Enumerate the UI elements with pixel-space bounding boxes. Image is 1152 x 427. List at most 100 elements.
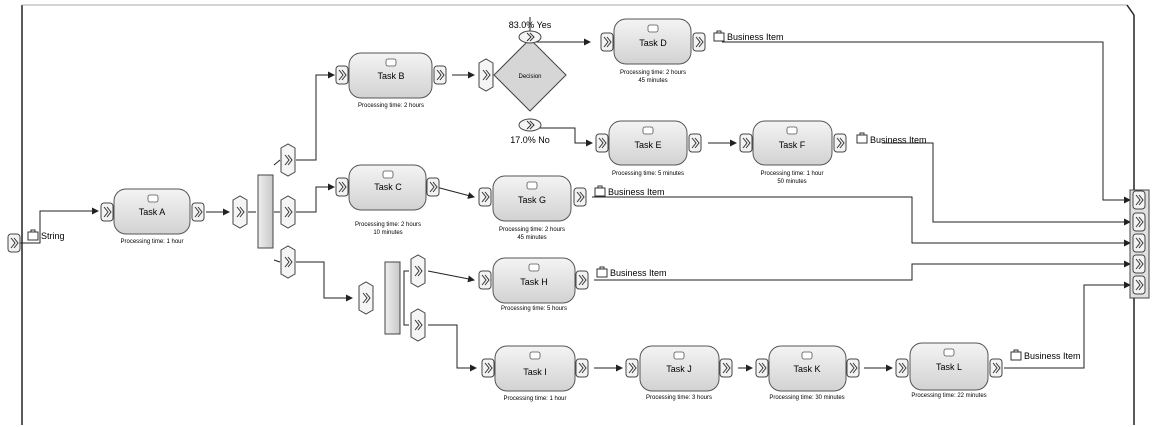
connector-taskL-out — [1004, 281, 1131, 369]
task-g-input-port[interactable] — [478, 187, 492, 207]
task-e[interactable]: Task E Processing time: 5 minutes — [595, 120, 702, 177]
task-a-box[interactable] — [113, 188, 191, 235]
fork2-output-port-2[interactable] — [410, 308, 426, 342]
task-a-time: Processing time: 1 hour — [120, 239, 183, 245]
task-h-box[interactable] — [492, 257, 576, 304]
task-b[interactable]: Task B Processing time: 2 hours — [335, 52, 447, 109]
process-output-ports — [1129, 189, 1150, 299]
task-i-box[interactable] — [494, 345, 576, 392]
task-h-input-port[interactable] — [478, 270, 492, 290]
task-k-box[interactable] — [768, 345, 847, 392]
process-input-port[interactable] — [7, 233, 21, 253]
task-d[interactable]: Task D Processing time: 2 hours 45 minut… — [600, 18, 784, 84]
connector-taskF-out — [882, 142, 1131, 226]
fork2-input-port[interactable] — [358, 281, 374, 315]
task-d-input-port[interactable] — [600, 32, 614, 52]
fork1-output-port-1[interactable] — [280, 143, 296, 177]
fork1-input-port[interactable] — [232, 195, 248, 229]
task-c-output-port[interactable] — [426, 177, 440, 197]
output-port-3[interactable] — [1132, 233, 1146, 253]
task-l-box[interactable] — [909, 342, 989, 391]
task-c-time: Processing time: 2 hours — [355, 222, 421, 228]
task-f-output-port[interactable] — [833, 133, 847, 153]
task-k[interactable]: Task K Processing time: 30 minutes — [755, 345, 860, 401]
task-e-input-port[interactable] — [595, 133, 609, 153]
task-j[interactable]: Task J Processing time: 3 hours — [625, 345, 733, 401]
connector-join2-bar — [403, 270, 409, 326]
task-k-time: Processing time: 30 minutes — [769, 395, 844, 401]
fork1-output-port-2[interactable] — [280, 195, 296, 229]
task-a[interactable]: Task A Processing time: 1 hour — [100, 188, 205, 245]
task-j-time: Processing time: 3 hours — [646, 395, 712, 401]
task-icon — [943, 348, 955, 357]
task-e-output-port[interactable] — [688, 133, 702, 153]
task-d-box[interactable] — [613, 18, 692, 65]
task-h-label: Task H — [520, 277, 548, 287]
fork1-output-port-3[interactable] — [280, 245, 296, 279]
connector-taskH-out — [594, 260, 1131, 281]
task-icon — [786, 126, 798, 135]
task-j-box[interactable] — [639, 345, 720, 392]
task-g-time: Processing time: 2 hours — [499, 227, 565, 233]
output-port-4[interactable] — [1132, 254, 1146, 274]
task-b-time: Processing time: 2 hours — [358, 103, 424, 109]
task-f-box[interactable] — [752, 120, 833, 166]
task-l-input-port[interactable] — [895, 358, 909, 378]
decision-diamond[interactable] — [493, 38, 567, 112]
task-i[interactable]: Task I Processing time: 1 hour — [481, 345, 589, 402]
task-icon — [382, 170, 394, 179]
fork2-bar[interactable] — [384, 261, 401, 335]
output-port-5[interactable] — [1132, 275, 1146, 295]
task-l-time: Processing time: 22 minutes — [911, 393, 986, 399]
task-g-label: Task G — [518, 195, 546, 205]
task-c-input-port[interactable] — [335, 177, 349, 197]
task-c-box[interactable] — [348, 164, 427, 211]
task-e-time: Processing time: 5 minutes — [612, 171, 684, 177]
task-e-box[interactable] — [608, 120, 688, 166]
task-i-input-port[interactable] — [481, 358, 495, 378]
task-icon — [529, 351, 541, 360]
decision-label: Decision — [518, 74, 541, 80]
task-g-output-label: Business Item — [608, 187, 665, 197]
task-j-output-port[interactable] — [719, 358, 733, 378]
task-d-output-label: Business Item — [727, 32, 784, 42]
task-c[interactable]: Task C Processing time: 2 hours 10 minut… — [335, 164, 440, 236]
task-l[interactable]: Task L Processing time: 22 minutes Busin… — [895, 342, 1081, 399]
connector-fork-taskB — [296, 71, 335, 161]
task-i-output-port[interactable] — [575, 358, 589, 378]
task-k-output-port[interactable] — [846, 358, 860, 378]
decision-input-port[interactable] — [478, 58, 494, 92]
task-h-output-port[interactable] — [575, 270, 589, 290]
connector-input-taskA — [20, 207, 99, 244]
task-j-input-port[interactable] — [625, 358, 639, 378]
task-g-box[interactable] — [492, 175, 572, 222]
task-i-time: Processing time: 1 hour — [503, 396, 566, 402]
connector-no-taskE — [530, 127, 593, 147]
pool-corner — [1126, 4, 1135, 16]
task-b-box[interactable] — [348, 52, 433, 99]
task-k-label: Task K — [793, 364, 820, 374]
output-port-1[interactable] — [1132, 190, 1146, 210]
fork1-bar[interactable] — [257, 174, 274, 249]
task-a-output-port[interactable] — [191, 202, 205, 222]
task-l-output-port[interactable] — [989, 358, 1003, 378]
fork2-output-port-1[interactable] — [410, 254, 426, 288]
task-a-input-port[interactable] — [100, 202, 114, 222]
task-b-input-port[interactable] — [335, 65, 349, 85]
connector-taskG-out — [592, 196, 1131, 247]
task-icon — [642, 126, 654, 135]
task-g-output-port[interactable] — [573, 187, 587, 207]
task-b-output-port[interactable] — [433, 65, 447, 85]
task-d-output-port[interactable] — [692, 32, 706, 52]
task-f-input-port[interactable] — [739, 133, 753, 153]
decision-no-port[interactable] — [518, 118, 542, 132]
task-h[interactable]: Task H Processing time: 5 hours Business… — [478, 257, 667, 312]
task-l-output-item-icon — [1010, 349, 1022, 361]
decision-yes-port[interactable] — [518, 30, 542, 44]
task-k-input-port[interactable] — [755, 358, 769, 378]
task-f[interactable]: Task F Processing time: 1 hour 50 minute… — [739, 120, 927, 185]
task-g[interactable]: Task G Processing time: 2 hours 45 minut… — [478, 175, 665, 241]
task-icon — [385, 58, 397, 67]
output-port-2[interactable] — [1132, 212, 1146, 232]
task-g-output-item-icon — [594, 185, 606, 197]
